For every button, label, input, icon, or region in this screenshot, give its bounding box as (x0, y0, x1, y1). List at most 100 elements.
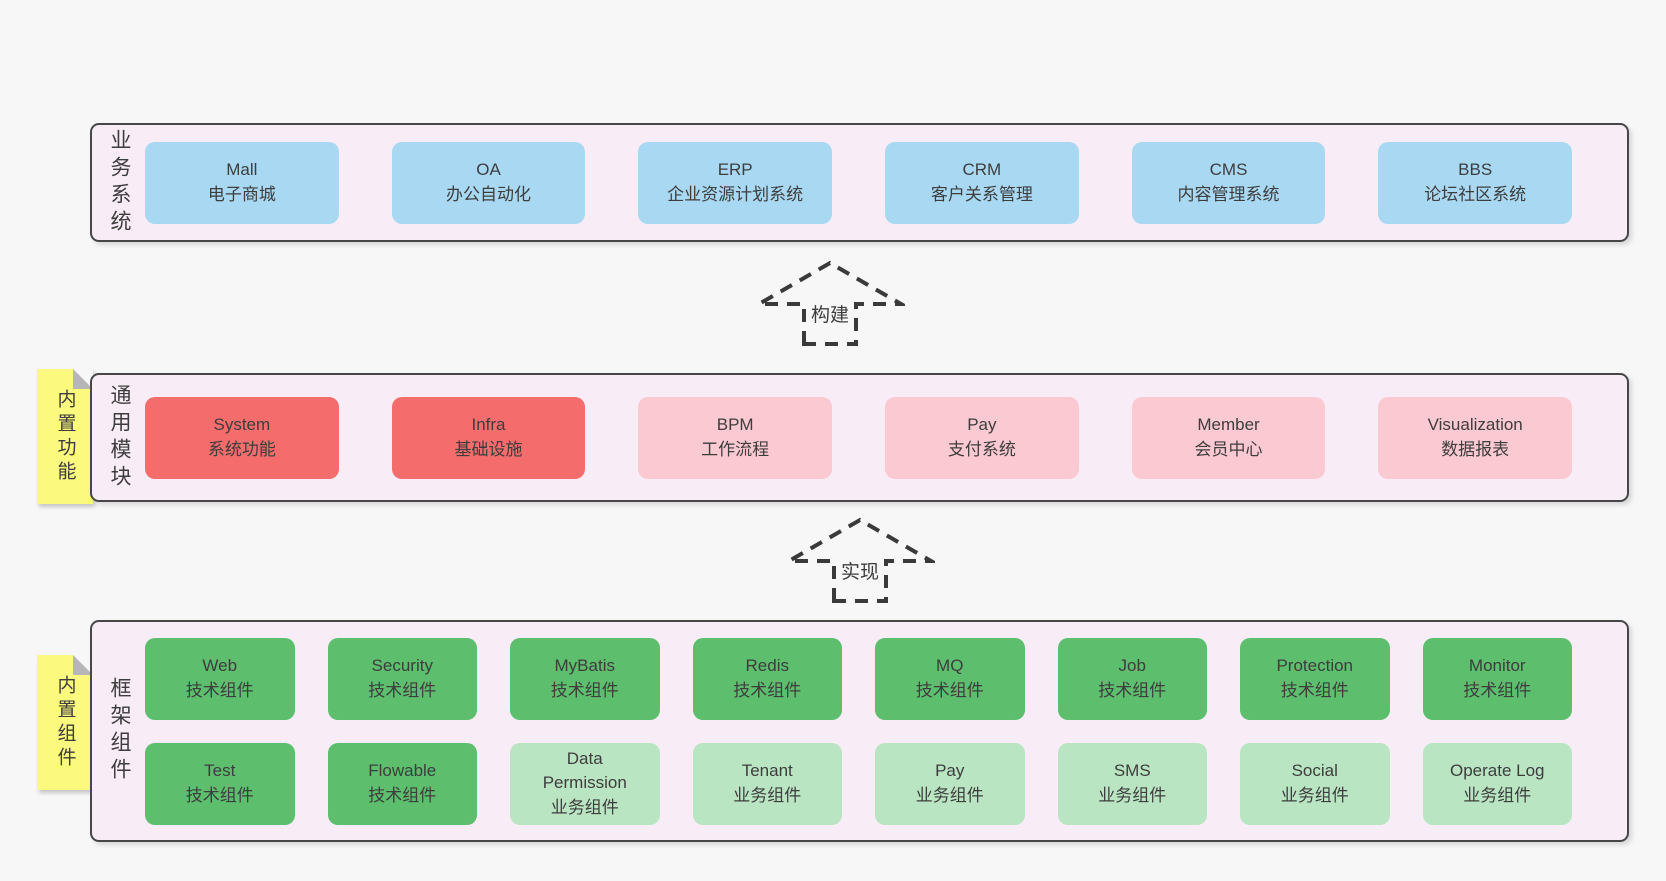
box-subtitle: 业务组件 (733, 785, 802, 805)
box-subtitle: 业务组件 (1098, 785, 1167, 805)
box-subtitle: 电子商城 (207, 184, 276, 204)
box-subtitle: 技术组件 (185, 680, 254, 700)
layer-framework-components-label: 框架组件 (108, 677, 131, 785)
build-arrow-label: 构建 (810, 305, 850, 326)
box-subtitle: 技术组件 (550, 680, 619, 700)
box-subtitle: 技术组件 (368, 680, 437, 700)
box-title: Pay (935, 760, 965, 780)
box-title: Tenant (741, 760, 793, 780)
box-subtitle: 业务组件 (915, 785, 984, 805)
build-arrow: 构建 (755, 260, 905, 346)
box-security: Security 技术组件 (327, 637, 477, 720)
box-subtitle: 基础设施 (454, 439, 523, 459)
box-title: Data Permission (542, 748, 627, 793)
box-mybatis: MyBatis 技术组件 (510, 637, 660, 720)
box-title: Monitor (1468, 655, 1526, 675)
box-redis: Redis 技术组件 (692, 637, 842, 720)
box-subtitle: 工作流程 (701, 439, 770, 459)
business-systems-row: Mall 电子商城 OA 办公自动化 ERP 企业资源计划系统 CRM 客户关系… (145, 125, 1627, 240)
box-mq: MQ 技术组件 (875, 637, 1025, 720)
dashed-up-arrow-icon (755, 260, 905, 346)
box-title: MQ (936, 655, 964, 675)
common-modules-row: System 系统功能 Infra 基础设施 BPM 工作流程 Pay 支付系统… (145, 375, 1627, 500)
box-erp: ERP 企业资源计划系统 (638, 141, 833, 224)
implement-arrow-label: 实现 (840, 562, 880, 583)
box-test: Test 技术组件 (145, 742, 295, 825)
box-bpm: BPM 工作流程 (638, 396, 833, 479)
box-crm: CRM 客户关系管理 (885, 141, 1079, 224)
box-subtitle: 会员中心 (1194, 439, 1263, 459)
box-visualization: Visualization 数据报表 (1378, 396, 1573, 479)
box-subtitle: 技术组件 (1280, 680, 1349, 700)
layer-business-systems: 业务系统 Mall 电子商城 OA 办公自动化 ERP 企业资源计划系统 CRM… (90, 123, 1629, 242)
box-title: Redis (745, 655, 789, 675)
biz-components-row: Test 技术组件 Flowable 技术组件 Data Permission … (145, 742, 1572, 825)
sticky-note-builtin-functions: 内置功能 (37, 369, 93, 504)
tech-components-row: Web 技术组件 Security 技术组件 MyBatis 技术组件 Redi… (145, 637, 1572, 720)
box-data-permission: Data Permission 业务组件 (510, 742, 660, 825)
box-member: Member 会员中心 (1131, 396, 1326, 479)
box-sms: SMS 业务组件 (1057, 742, 1207, 825)
framework-components-grid: Web 技术组件 Security 技术组件 MyBatis 技术组件 Redi… (145, 622, 1627, 840)
box-infra: Infra 基础设施 (391, 396, 586, 479)
box-subtitle: 业务组件 (550, 797, 619, 817)
box-subtitle: 客户关系管理 (930, 184, 1033, 204)
box-subtitle: 系统功能 (207, 439, 276, 459)
box-title: Infra (471, 414, 506, 434)
box-subtitle: 技术组件 (368, 785, 437, 805)
box-subtitle: 技术组件 (733, 680, 802, 700)
box-subtitle: 企业资源计划系统 (667, 184, 804, 204)
box-subtitle: 业务组件 (1463, 785, 1532, 805)
implement-arrow: 实现 (785, 517, 935, 603)
box-web: Web 技术组件 (145, 637, 295, 720)
box-title: Member (1197, 414, 1260, 434)
box-title: System (213, 414, 271, 434)
box-flowable: Flowable 技术组件 (327, 742, 477, 825)
box-title: CMS (1209, 159, 1248, 179)
box-title: Operate Log (1449, 760, 1545, 780)
box-title: OA (476, 159, 501, 179)
box-subtitle: 技术组件 (1463, 680, 1532, 700)
box-title: Visualization (1427, 414, 1523, 434)
box-subtitle: 论坛社区系统 (1424, 184, 1527, 204)
box-subtitle: 内容管理系统 (1177, 184, 1280, 204)
box-title: Pay (967, 414, 997, 434)
dashed-up-arrow-icon (785, 517, 935, 603)
box-title: BPM (716, 414, 754, 434)
sticky-note-label: 内置功能 (54, 388, 76, 485)
box-title: Job (1118, 655, 1146, 675)
box-title: MyBatis (554, 655, 615, 675)
box-title: SMS (1113, 760, 1151, 780)
layer-common-modules-label: 通用模块 (108, 383, 131, 492)
box-cms: CMS 内容管理系统 (1131, 141, 1326, 224)
layer-framework-components: 框架组件 Web 技术组件 Security 技术组件 MyBatis 技术组件… (90, 620, 1629, 842)
box-pay-module: Pay 支付系统 (885, 396, 1079, 479)
box-subtitle: 技术组件 (1098, 680, 1167, 700)
box-subtitle: 数据报表 (1441, 439, 1510, 459)
layer-common-modules: 通用模块 System 系统功能 Infra 基础设施 BPM 工作流程 Pay… (90, 373, 1629, 502)
box-subtitle: 支付系统 (947, 439, 1016, 459)
layer-business-systems-label: 业务系统 (108, 128, 131, 237)
box-title: Security (371, 655, 433, 675)
box-protection: Protection 技术组件 (1240, 637, 1390, 720)
box-title: Flowable (368, 760, 437, 780)
box-subtitle: 业务组件 (1280, 785, 1349, 805)
box-title: Web (202, 655, 238, 675)
box-pay-component: Pay 业务组件 (875, 742, 1025, 825)
sticky-note-label: 内置组件 (54, 674, 76, 771)
box-oa: OA 办公自动化 (391, 141, 586, 224)
box-title: CRM (962, 159, 1002, 179)
box-operate-log: Operate Log 业务组件 (1422, 742, 1572, 825)
box-job: Job 技术组件 (1057, 637, 1207, 720)
box-social: Social 业务组件 (1240, 742, 1390, 825)
box-title: BBS (1458, 159, 1493, 179)
box-tenant: Tenant 业务组件 (692, 742, 842, 825)
box-bbs: BBS 论坛社区系统 (1378, 141, 1573, 224)
box-system: System 系统功能 (145, 396, 339, 479)
box-title: Test (204, 760, 236, 780)
box-title: Social (1291, 760, 1338, 780)
box-subtitle: 办公自动化 (446, 184, 531, 204)
box-title: Protection (1276, 655, 1354, 675)
box-subtitle: 技术组件 (185, 785, 254, 805)
box-monitor: Monitor 技术组件 (1422, 637, 1572, 720)
